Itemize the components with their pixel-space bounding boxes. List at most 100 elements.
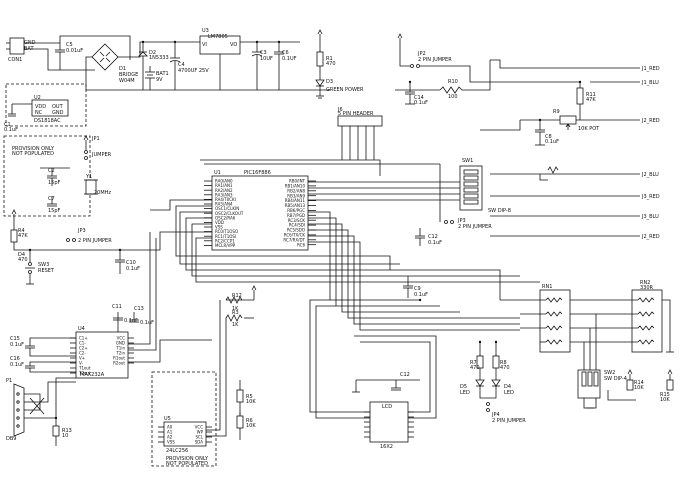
svg-text:100: 100 bbox=[448, 94, 458, 100]
svg-text:U1: U1 bbox=[214, 170, 221, 176]
svg-text:RESET: RESET bbox=[38, 268, 55, 274]
svg-text:R4: R4 bbox=[18, 228, 25, 234]
max232-left-pin-label: V+ bbox=[79, 356, 85, 361]
svg-text:1K: 1K bbox=[232, 306, 239, 312]
capacitor-c9: C9 0.1uF bbox=[403, 276, 428, 298]
eeprom-left-pin-label: A2 bbox=[167, 435, 173, 440]
svg-text:0.1uF: 0.1uF bbox=[140, 320, 154, 326]
eeprom-right-pin-label: SCL bbox=[195, 435, 203, 440]
svg-text:C14: C14 bbox=[414, 95, 424, 101]
eeprom-left-pin-label: A1 bbox=[167, 430, 173, 435]
mcu-right-pin-label: RC5/SDO bbox=[287, 228, 305, 233]
capacitor-c11: C11 0.1uF bbox=[112, 304, 138, 332]
svg-text:Y1: Y1 bbox=[85, 174, 92, 180]
j2-blu-label: J2_BLU bbox=[641, 172, 659, 178]
svg-text:GND: GND bbox=[52, 110, 64, 116]
max232-left-pin-label: C1- bbox=[79, 341, 86, 346]
mcu-left-pin-label: RC0/T1OSO bbox=[215, 229, 238, 234]
svg-text:1N5333: 1N5333 bbox=[149, 55, 169, 61]
dip-switch-sw2: SW2 SW DIP-4 bbox=[577, 314, 627, 409]
max232-left-pin-label: T2out bbox=[78, 371, 91, 376]
eeprom-left-pin-label: A0 bbox=[167, 425, 173, 430]
svg-text:0.1UF: 0.1UF bbox=[282, 56, 297, 62]
capacitor-c7: C7 15pF bbox=[47, 196, 61, 214]
svg-text:R12: R12 bbox=[232, 293, 242, 299]
mcu-left-pin-label: RA1/AN1 bbox=[215, 183, 233, 188]
svg-text:JP3: JP3 bbox=[77, 228, 86, 234]
svg-text:1K: 1K bbox=[232, 322, 239, 328]
svg-text:JUMPER: JUMPER bbox=[91, 152, 112, 158]
resistor-r5: R5 10K bbox=[236, 380, 256, 440]
svg-text:LCD: LCD bbox=[382, 404, 392, 410]
battery-bat1: BAT1 9V bbox=[145, 66, 169, 90]
svg-text:C6: C6 bbox=[282, 50, 289, 56]
max232-right-pin-label: T2in bbox=[115, 351, 125, 356]
svg-text:DB9: DB9 bbox=[6, 436, 16, 442]
header-j6: J6 5 PIN HEADER bbox=[337, 107, 383, 160]
svg-text:470: 470 bbox=[18, 257, 28, 263]
eeprom-left-pin-label: VSS bbox=[167, 440, 175, 445]
power-led-d3: R1 470 D3 GREEN POWER bbox=[315, 29, 364, 99]
svg-text:4700UF 25V: 4700UF 25V bbox=[178, 68, 209, 74]
resistor-r15: R15 10K bbox=[660, 369, 674, 403]
mcu-left-pin-label: OSC2/CLKOUT bbox=[215, 211, 244, 216]
svg-text:DS1818AC: DS1818AC bbox=[34, 118, 61, 124]
lcd-module: LCD 16X2 bbox=[364, 401, 414, 450]
mcu-right-pin-label: RB6/PGC bbox=[287, 208, 305, 213]
svg-text:U2: U2 bbox=[34, 95, 41, 101]
mcu-right-pin-label: RC4/SDI bbox=[289, 223, 305, 228]
resistor-r11: R11 47K bbox=[576, 82, 596, 120]
jumper-jp1: JP1 JUMPER bbox=[83, 135, 112, 160]
svg-text:R10: R10 bbox=[448, 79, 458, 85]
svg-text:R1: R1 bbox=[326, 56, 333, 62]
capacitor-c3: C3 10UF bbox=[251, 42, 273, 90]
svg-text:SW1: SW1 bbox=[462, 158, 473, 164]
mcu-right-pin-label: RC6 bbox=[297, 242, 305, 247]
svg-text:0.01uF: 0.01uF bbox=[66, 48, 83, 54]
reset-circuit: R4 47K D4 470 SW3 RESET bbox=[10, 209, 212, 285]
zener-d2: D2 1N5333 bbox=[138, 42, 169, 90]
svg-text:2 PIN JUMPER: 2 PIN JUMPER bbox=[418, 57, 452, 63]
svg-text:C4: C4 bbox=[178, 62, 185, 68]
svg-text:20MHz: 20MHz bbox=[94, 190, 111, 196]
max232-left-pin-label: C2+ bbox=[79, 346, 88, 351]
max232-left-pin-label: C2- bbox=[79, 351, 86, 356]
jumper-jp4: JP4 2 PIN JUMPER bbox=[486, 402, 526, 424]
svg-text:D4: D4 bbox=[18, 252, 25, 258]
max232-right-pin-label: T1in bbox=[115, 346, 125, 351]
mcu-left-pin-label: VDD bbox=[215, 220, 224, 225]
svg-text:2 PIN JUMPER: 2 PIN JUMPER bbox=[492, 418, 526, 424]
svg-text:C3: C3 bbox=[260, 50, 267, 56]
svg-text:R13: R13 bbox=[62, 428, 72, 434]
capacitor-c14: C14 0.1uF bbox=[405, 82, 428, 106]
svg-text:C5: C5 bbox=[66, 42, 73, 48]
svg-text:R11: R11 bbox=[586, 92, 596, 98]
resistor-r10: R10 100 bbox=[395, 60, 491, 100]
serial-connector-p1: P1 DB9 bbox=[6, 377, 76, 442]
resistor-r6: R6 10K bbox=[236, 412, 256, 429]
resistor-r14: R14 10K bbox=[626, 369, 644, 391]
svg-text:9V: 9V bbox=[156, 77, 163, 83]
capacitor-c8: C8 0.1uF bbox=[535, 120, 559, 146]
svg-text:D5: D5 bbox=[460, 384, 467, 390]
svg-text:C11: C11 bbox=[112, 304, 122, 310]
mcu-left-pin-label: VSS bbox=[215, 225, 223, 230]
svg-text:47K: 47K bbox=[18, 233, 28, 239]
svg-text:JP4: JP4 bbox=[491, 412, 500, 418]
mcu-left-pin-label: MCLR/VPP bbox=[215, 243, 236, 248]
svg-text:D3: D3 bbox=[326, 79, 333, 85]
capacitor-c6: C6 0.1UF bbox=[274, 42, 297, 90]
svg-text:5 PIN HEADER: 5 PIN HEADER bbox=[338, 111, 374, 117]
svg-text:JP1: JP1 bbox=[91, 136, 100, 142]
mcu-left-pins: RA0/AN0RA1/AN1RA2/AN2RA3/AN3RA4/T0CKIRA5… bbox=[204, 179, 244, 248]
svg-text:C12: C12 bbox=[400, 372, 410, 378]
resistor-r13: R13 10 bbox=[52, 418, 72, 446]
svg-text:SW DIP-8: SW DIP-8 bbox=[488, 208, 511, 214]
svg-text:C12: C12 bbox=[428, 234, 438, 240]
mcu-right-pin-label: RB7/PGD bbox=[287, 213, 305, 218]
mcu-left-pin-label: RC2/CCP1 bbox=[215, 238, 235, 243]
max232-right-pin-label: GND bbox=[116, 341, 125, 346]
dip-switch-sw1: SW1 SW DIP-8 bbox=[459, 158, 511, 214]
